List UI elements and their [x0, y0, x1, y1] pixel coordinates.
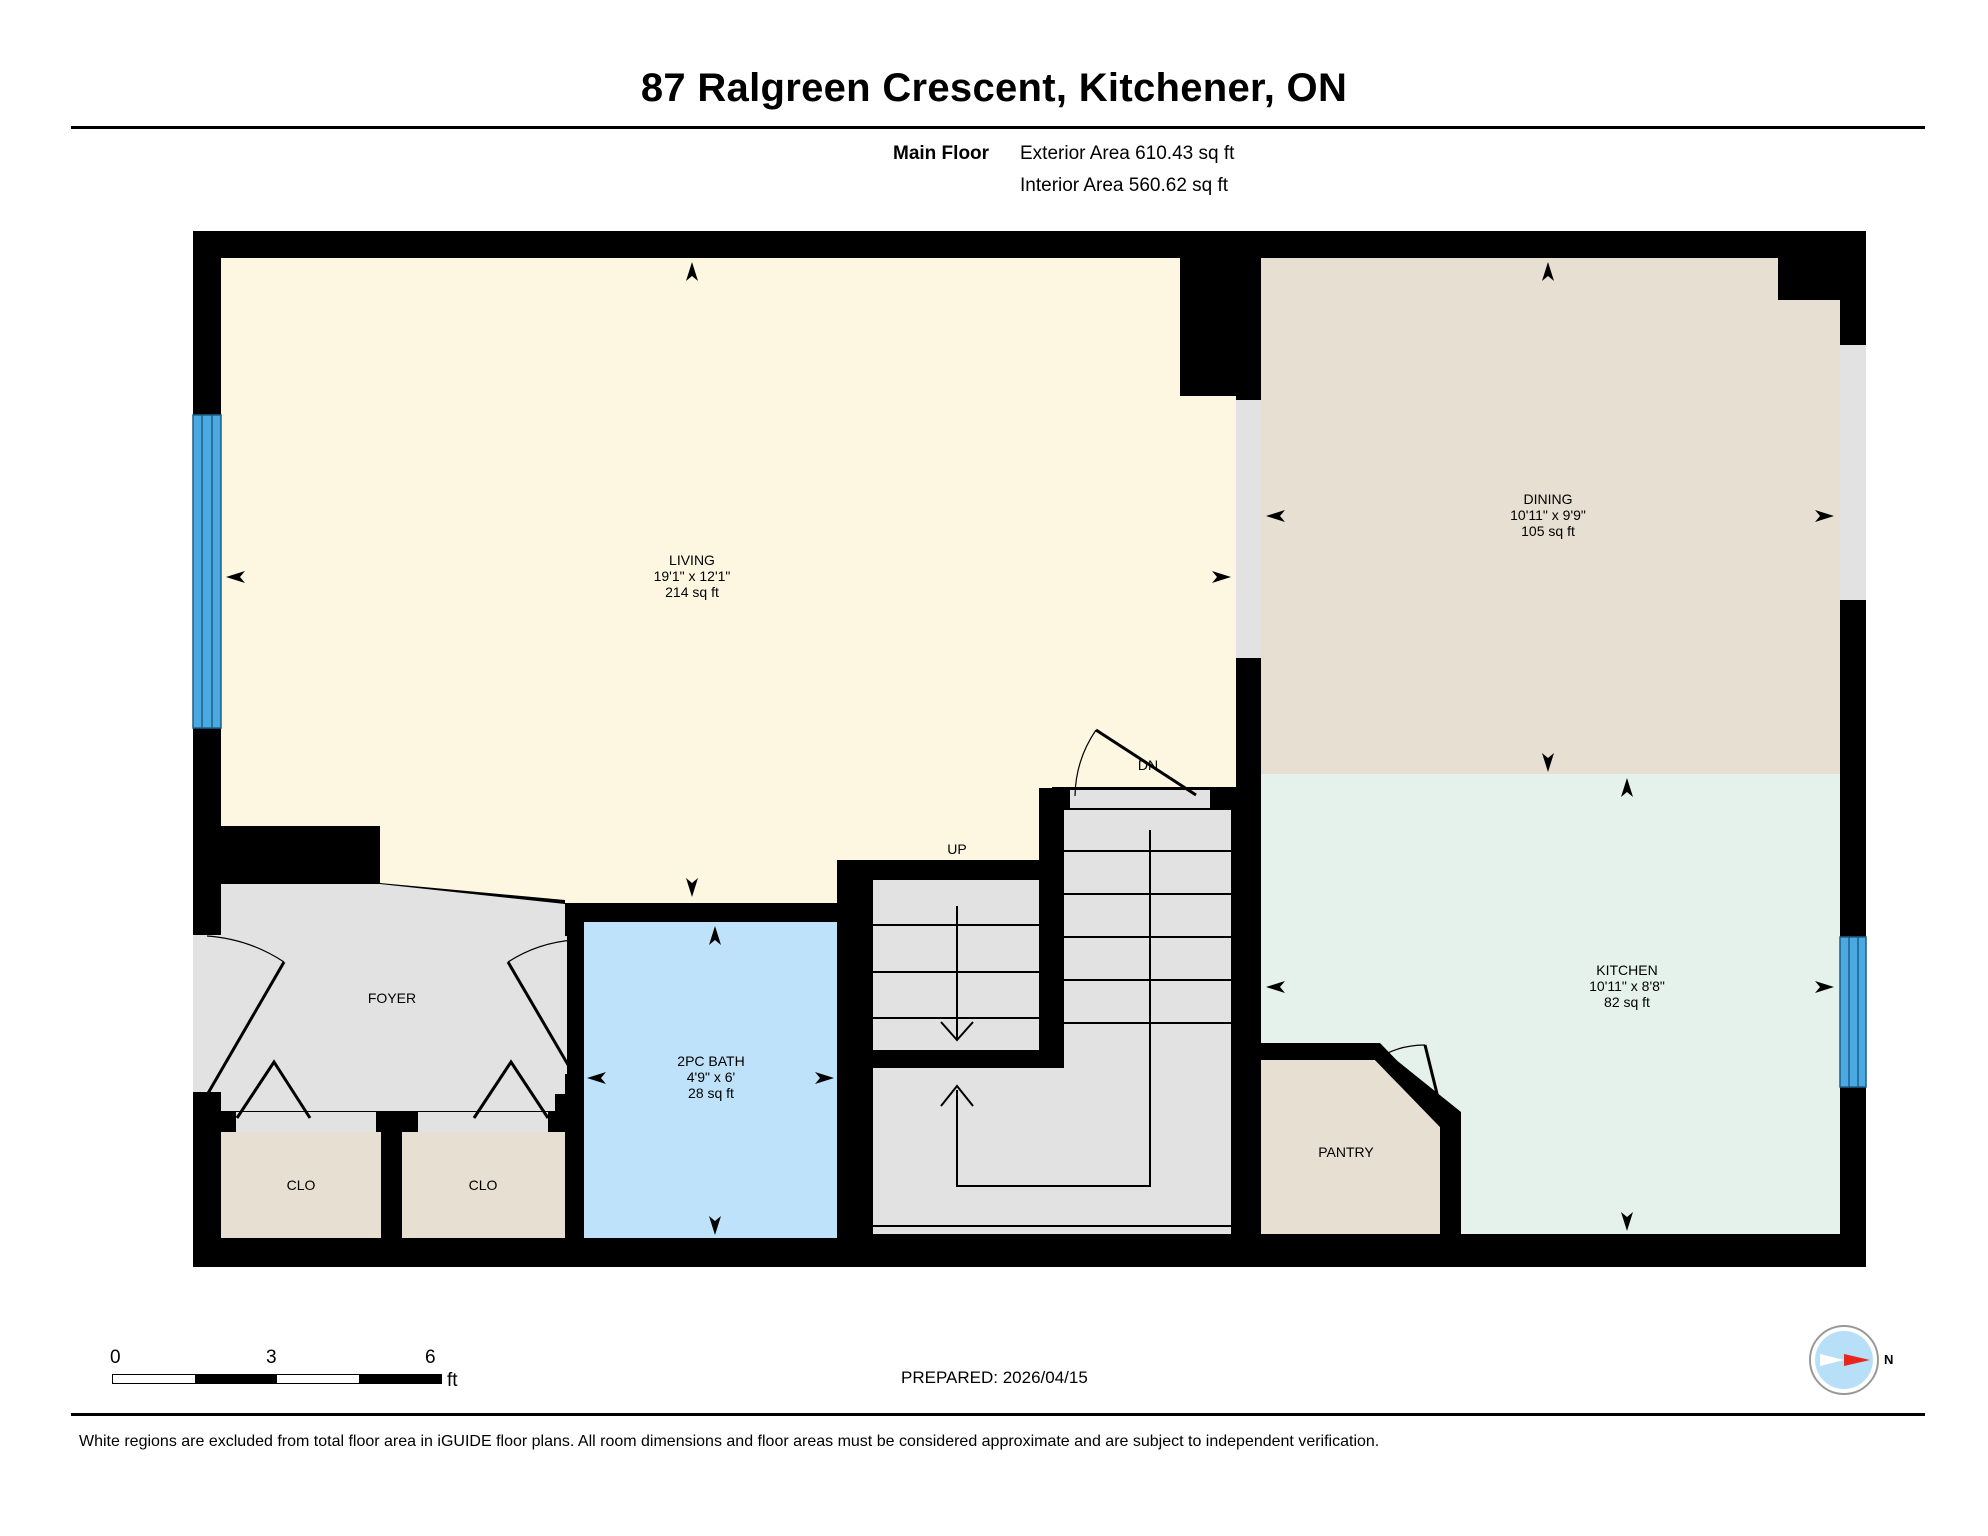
room-pantry	[1261, 1060, 1440, 1234]
living-area: 214 sq ft	[665, 584, 719, 600]
stair-landing	[873, 1068, 1231, 1234]
room-bath	[584, 922, 837, 1238]
kitchen-name: KITCHEN	[1596, 962, 1657, 978]
scale-bar	[112, 1374, 442, 1384]
room-foyer	[221, 884, 565, 1118]
exterior-area: Exterior Area 610.43 sq ft	[1020, 143, 1235, 164]
bath-area: 28 sq ft	[688, 1085, 734, 1101]
kitchen-dims: 10'11" x 8'8"	[1589, 978, 1665, 994]
dining-area: 105 sq ft	[1521, 523, 1575, 539]
page-title: 87 Ralgreen Crescent, Kitchener, ON	[640, 66, 1348, 110]
dimension-arrows	[226, 262, 1834, 1235]
prepared-date: PREPARED: 2026/04/15	[901, 1368, 1088, 1387]
dining-name: DINING	[1524, 491, 1573, 507]
stair-down-label: DN	[1138, 757, 1158, 773]
pantry-name: PANTRY	[1318, 1144, 1374, 1160]
footer-divider	[71, 1413, 1925, 1416]
floor-plan: LIVING 19'1" x 12'1" 214 sq ft DINING 10…	[192, 231, 1867, 1267]
scale-unit: ft	[447, 1370, 458, 1391]
scale-tick-6: 6	[425, 1347, 436, 1368]
room-living	[221, 258, 1236, 903]
scale-tick-3: 3	[266, 1347, 277, 1368]
closet-1-name: CLO	[287, 1177, 316, 1193]
stair-direction-arrows	[940, 830, 1151, 1187]
disclaimer: White regions are excluded from total fl…	[79, 1433, 1380, 1450]
bath-name: 2PC BATH	[677, 1053, 744, 1069]
stair-up-label: UP	[947, 841, 966, 857]
closet-2	[402, 1132, 565, 1238]
scale-tick-0: 0	[110, 1347, 121, 1368]
title-divider	[71, 126, 1925, 129]
interior-area: Interior Area 560.62 sq ft	[1020, 175, 1229, 196]
door-swings	[205, 728, 1445, 1119]
room-dining	[1261, 258, 1840, 774]
living-dims: 19'1" x 12'1"	[654, 568, 731, 584]
foyer-name: FOYER	[368, 990, 416, 1006]
living-name: LIVING	[669, 552, 715, 568]
window-mullions	[201, 415, 1859, 1087]
windows	[192, 414, 1867, 1088]
compass-icon	[1809, 1325, 1879, 1395]
stair-lower-run	[1064, 810, 1231, 1068]
closet-2-name: CLO	[469, 1177, 498, 1193]
compass-north-label: N	[1884, 1352, 1894, 1367]
stair-treads	[873, 850, 1231, 1227]
floor-label: Main Floor	[893, 143, 990, 164]
openings	[193, 345, 1866, 1132]
dining-dims: 10'11" x 9'9"	[1510, 507, 1586, 523]
bath-dims: 4'9" x 6'	[687, 1069, 735, 1085]
kitchen-area: 82 sq ft	[1604, 994, 1650, 1010]
room-kitchen	[1261, 774, 1840, 1234]
closet-1	[221, 1132, 381, 1238]
